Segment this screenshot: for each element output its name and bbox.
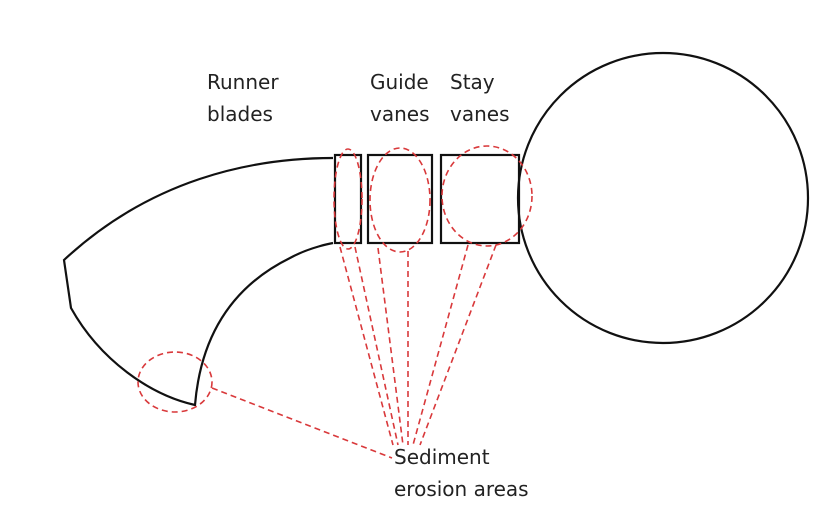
leader-line-stay-vanes-left bbox=[412, 244, 469, 446]
label-stay-vanes: Stay vanes bbox=[450, 66, 510, 130]
leader-line-draft-tube bbox=[211, 387, 393, 459]
erosion-ellipse-draft-tube bbox=[137, 351, 213, 413]
label-stay-vanes-line1: Stay bbox=[450, 70, 495, 94]
leader-line-runner-left bbox=[339, 246, 394, 446]
label-sediment-erosion-line1: Sediment bbox=[394, 445, 490, 469]
label-sediment-erosion-line2: erosion areas bbox=[394, 477, 529, 501]
label-guide-vanes: Guide vanes bbox=[370, 66, 430, 130]
leader-line-runner-right bbox=[354, 246, 399, 446]
label-guide-vanes-line2: vanes bbox=[370, 102, 430, 126]
leader-line-guide-vanes-left bbox=[377, 247, 404, 446]
label-runner-blades-line1: Runner bbox=[207, 70, 279, 94]
label-sediment-erosion-areas: Sediment erosion areas bbox=[394, 441, 529, 505]
label-guide-vanes-line1: Guide bbox=[370, 70, 429, 94]
leader-line-stay-vanes-right bbox=[419, 244, 497, 446]
runner-blades-rect bbox=[333, 153, 363, 245]
draft-tube-outline bbox=[62, 156, 334, 407]
label-runner-blades-line2: blades bbox=[207, 102, 273, 126]
label-stay-vanes-line2: vanes bbox=[450, 102, 510, 126]
erosion-ellipse-stay-vanes bbox=[441, 145, 533, 247]
erosion-ellipse-runner bbox=[333, 148, 363, 250]
spiral-casing-circle bbox=[516, 51, 810, 345]
guide-vanes-rect bbox=[366, 153, 434, 245]
erosion-ellipse-guide-vanes bbox=[369, 147, 431, 253]
erosion-markers bbox=[137, 145, 533, 459]
stay-vanes-rect bbox=[439, 153, 521, 245]
label-runner-blades: Runner blades bbox=[207, 66, 279, 130]
